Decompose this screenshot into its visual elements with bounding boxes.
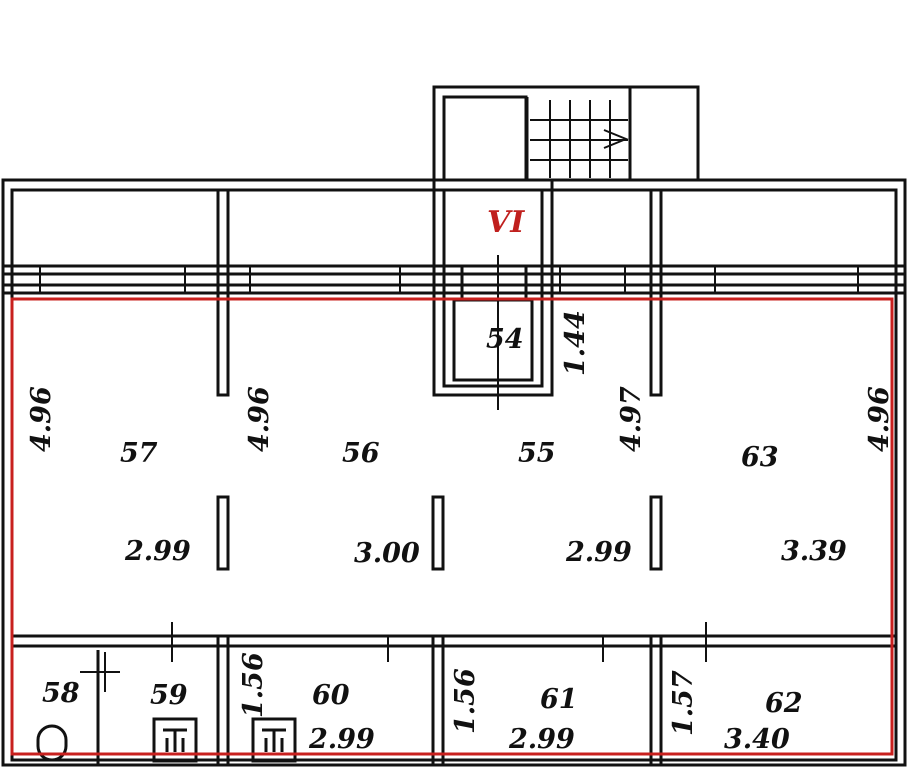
- room-60: 60: [312, 680, 350, 711]
- stair-room-outline: [628, 85, 700, 182]
- stair-treads: [530, 100, 629, 178]
- walls: [1, 85, 907, 767]
- room-59: 59: [150, 680, 188, 711]
- sink-glyph-59: [163, 728, 187, 752]
- dim-w63: 3.39: [781, 536, 847, 567]
- sink-icon-60: [251, 717, 297, 763]
- room-57: 57: [120, 438, 158, 469]
- room-55: 55: [518, 438, 556, 469]
- dim-w55: 2.99: [565, 537, 632, 568]
- room-56: 56: [342, 438, 380, 469]
- stair-tower-inner: [442, 95, 528, 182]
- dim-w57: 2.99: [124, 536, 191, 567]
- room-63: 63: [741, 442, 779, 473]
- shaft-54-inner: [442, 188, 544, 388]
- dim-stair-1-44: 1.44: [560, 310, 591, 376]
- dim-w62: 3.40: [724, 724, 790, 755]
- dim-wall-55-63: 4.97: [616, 386, 647, 452]
- pillar-2: [431, 495, 445, 571]
- shaft-54-outer: [432, 178, 554, 397]
- highlight-section-outline: [10, 297, 894, 756]
- window-marks: [39, 266, 859, 293]
- stair-tower-outline: [432, 85, 700, 182]
- dim-wall-57-56: 4.96: [244, 386, 275, 452]
- dim-h61: 1.56: [450, 668, 481, 734]
- door-ticks: [80, 622, 707, 692]
- room-58: 58: [42, 678, 80, 709]
- dim-h62: 1.57: [668, 670, 699, 736]
- room-61: 61: [540, 684, 578, 715]
- toilet-icon: [36, 724, 68, 762]
- partition-57-56-upper: [216, 188, 230, 397]
- dim-w56: 3.00: [354, 538, 420, 569]
- pillar-3: [649, 495, 663, 571]
- dim-w61: 2.99: [508, 724, 575, 755]
- partition-61-left: [431, 634, 445, 767]
- sink-icon-59: [152, 717, 198, 763]
- partition-62-left: [649, 634, 663, 767]
- dim-w60: 2.99: [308, 724, 375, 755]
- stair-arrow-icon: [603, 129, 629, 149]
- room-54: 54: [486, 324, 524, 355]
- sink-glyph-60: [262, 728, 286, 752]
- pillar-1: [216, 495, 230, 571]
- section-label: VI: [487, 205, 525, 240]
- room-62: 62: [765, 688, 803, 719]
- partition-55-63-upper: [649, 188, 663, 397]
- shaft-54-top: [460, 264, 528, 302]
- dim-right-height: 4.96: [864, 386, 895, 452]
- dim-left-height: 4.96: [26, 386, 57, 452]
- partition-60-left: [216, 634, 230, 767]
- dim-h60: 1.56: [238, 652, 269, 718]
